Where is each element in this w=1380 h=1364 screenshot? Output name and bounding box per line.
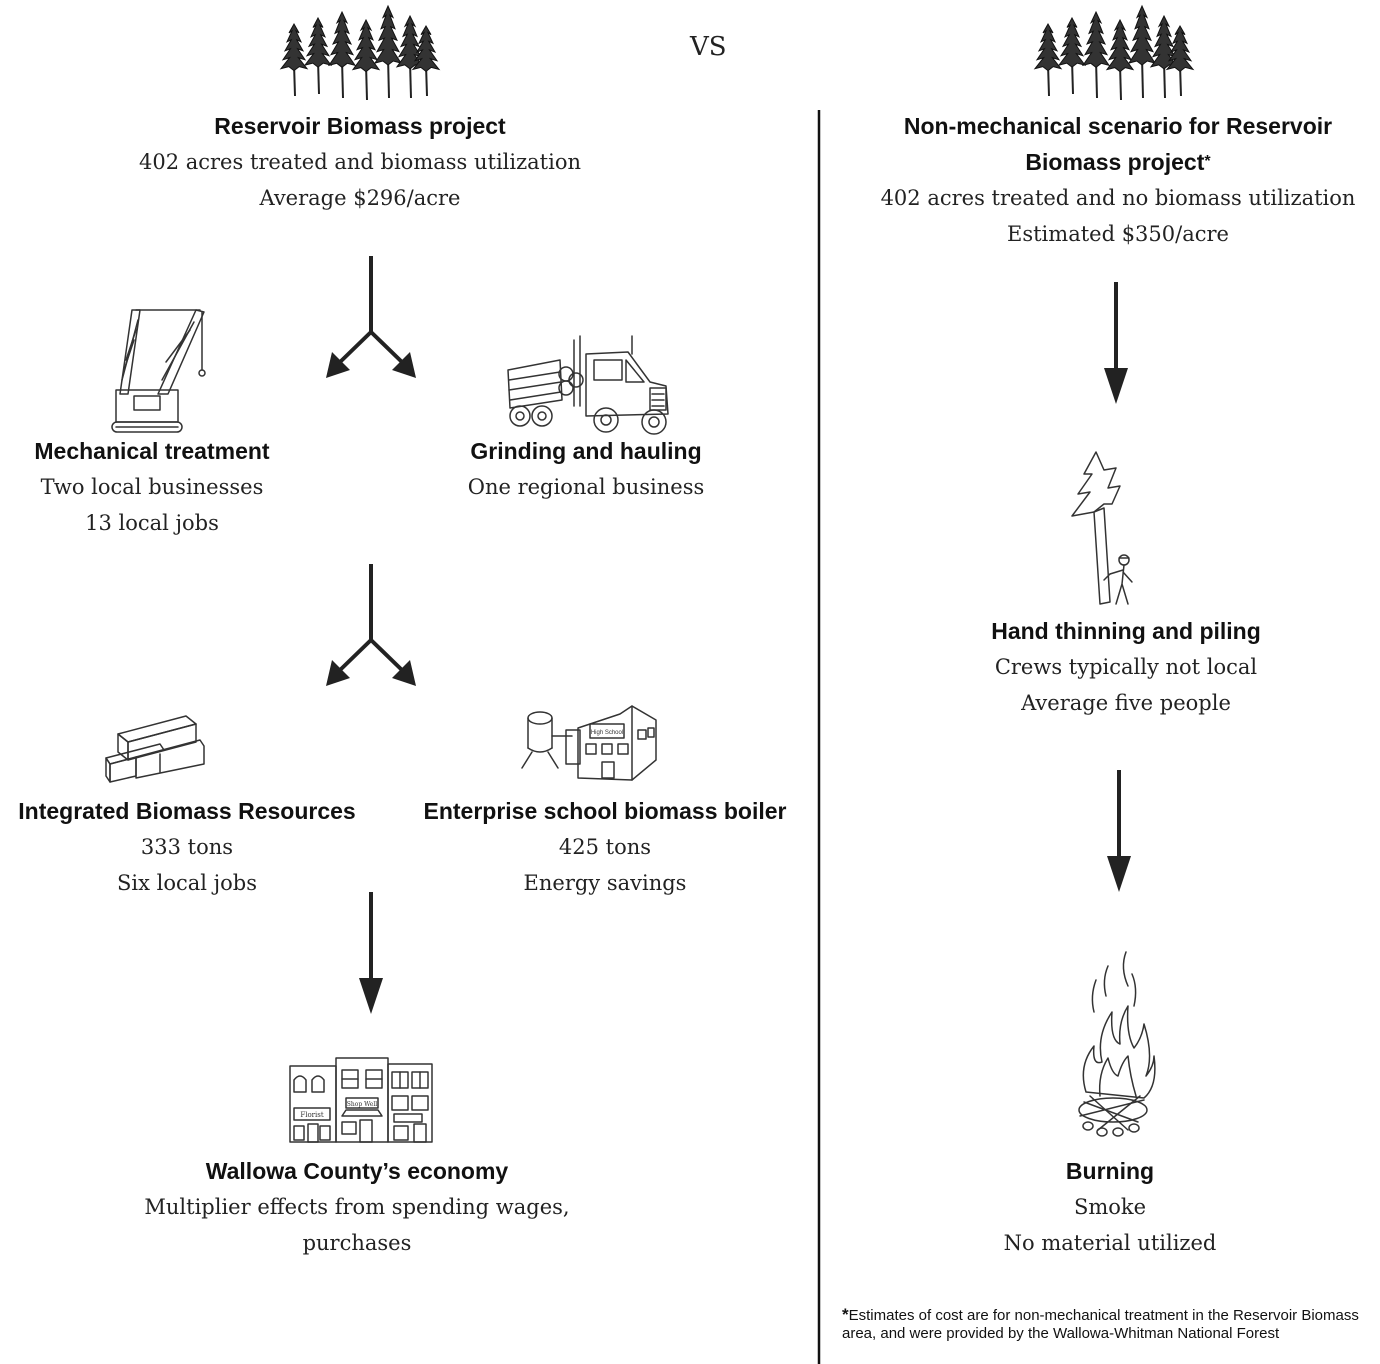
tree-icon — [1033, 22, 1063, 97]
fork-arrow-2 — [326, 564, 416, 686]
ibr-title: Integrated Biomass Resources — [18, 798, 356, 824]
left-header-title: Reservoir Biomass project — [214, 113, 506, 139]
footnote-text: Estimates of cost are for non-mechanical… — [842, 1307, 1359, 1342]
tree-icon — [351, 18, 381, 101]
shop-sign-shopwell: Shop Well — [347, 1101, 377, 1108]
hand-line1: Crews typically not local — [994, 655, 1258, 679]
right-header-title-line2: Biomass project* — [838, 144, 1380, 180]
tree-icon — [1127, 4, 1157, 99]
log-truck-icon — [507, 335, 669, 435]
burning-title: Burning — [1065, 1158, 1155, 1184]
tree-icon — [395, 14, 425, 99]
biomass-bales-icon — [105, 715, 205, 783]
tree-icon — [303, 16, 333, 95]
tree-icon — [411, 24, 441, 97]
right-header-title-line1: Non-mechanical scenario for Reservoir — [903, 113, 1333, 139]
burning-line2: No material utilized — [1003, 1231, 1217, 1255]
ibr-line1: 333 tons — [140, 835, 234, 859]
tree-icon — [327, 10, 357, 99]
right-header-line1: 402 acres treated and no biomass utiliza… — [880, 186, 1356, 210]
hand-title: Hand thinning and piling — [991, 618, 1261, 644]
economy-line2: purchases — [302, 1231, 412, 1255]
down-arrow-economy — [359, 892, 383, 1014]
mechanical-title: Mechanical treatment — [34, 438, 270, 464]
tree-icon — [1057, 16, 1087, 95]
footnote-asterisk: * — [842, 1305, 849, 1324]
right-header-asterisk: * — [1204, 153, 1211, 170]
crane-icon — [111, 309, 206, 433]
tree-icon — [1105, 18, 1135, 101]
footnote: *Estimates of cost are for non-mechanica… — [842, 1306, 1376, 1343]
mechanical-line2: 13 local jobs — [85, 511, 219, 535]
trees-icon-left — [279, 4, 441, 101]
left-header-line2: Average $296/acre — [259, 186, 461, 210]
tree-icon — [1081, 10, 1111, 99]
tree-icon — [373, 4, 403, 99]
down-arrow-burning — [1107, 770, 1131, 892]
center-divider — [817, 110, 821, 1364]
school-title: Enterprise school biomass boiler — [423, 798, 787, 824]
hand-thinning-icon — [1071, 451, 1133, 605]
tree-icon — [1165, 24, 1195, 97]
fork-arrow-1 — [326, 256, 416, 378]
shop-sign-florist: Florist — [300, 1111, 323, 1119]
economy-line1: Multiplier effects from spending wages, — [144, 1195, 570, 1219]
mechanical-line1: Two local businesses — [40, 475, 264, 499]
right-header-title-line2-text: Biomass project — [1025, 149, 1205, 175]
down-arrow-hand — [1104, 282, 1128, 404]
school-line2: Energy savings — [523, 871, 687, 895]
school-boiler-icon: High School — [521, 705, 657, 781]
burning-pile-icon — [1078, 951, 1156, 1137]
grinding-title: Grinding and hauling — [470, 438, 702, 464]
trees-icon-right — [1033, 4, 1195, 101]
school-sign-text: High School — [591, 730, 623, 736]
right-header-line2: Estimated $350/acre — [1007, 222, 1229, 246]
economy-title: Wallowa County’s economy — [205, 1158, 509, 1184]
tree-icon — [279, 22, 309, 97]
grinding-line1: One regional business — [467, 475, 705, 499]
school-line1: 425 tons — [558, 835, 652, 859]
ibr-line2: Six local jobs — [116, 871, 258, 895]
storefront-icon: Florist Shop Well — [289, 1057, 433, 1143]
left-header-line1: 402 acres treated and biomass utilizatio… — [138, 150, 581, 174]
tree-icon — [1149, 14, 1179, 99]
burning-line1: Smoke — [1073, 1195, 1147, 1219]
hand-line2: Average five people — [1021, 691, 1231, 715]
vs-label: VS — [690, 32, 727, 62]
